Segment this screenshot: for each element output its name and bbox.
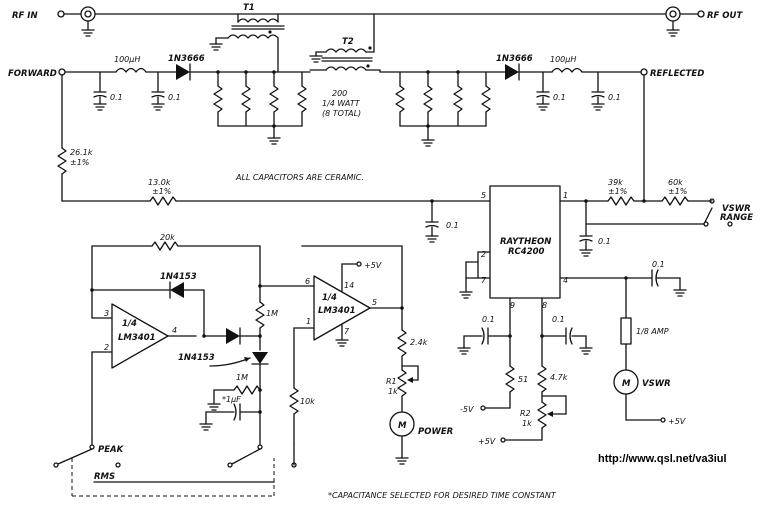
op2-pin5: 5 bbox=[372, 298, 377, 307]
ic-pin7: 7 bbox=[481, 276, 487, 285]
r-26k1-tol: ±1% bbox=[70, 158, 89, 167]
bank-value: 200 bbox=[332, 89, 347, 98]
reflected-label: REFLECTED bbox=[650, 69, 704, 79]
r-60k-label: 60k bbox=[668, 178, 683, 187]
ic-line2: RC4200 bbox=[508, 247, 545, 257]
d-fwd-label: 1N3666 bbox=[168, 54, 205, 64]
opamp-1 bbox=[90, 241, 261, 439]
peak-label: PEAK bbox=[98, 445, 125, 455]
ic-pin8: 8 bbox=[542, 301, 547, 310]
ic-pin4: 4 bbox=[563, 276, 568, 285]
ic-pin1: 1 bbox=[563, 191, 568, 200]
c-ref1-label: 0.1 bbox=[553, 93, 566, 102]
opamp2-line2: LM3401 bbox=[318, 306, 356, 316]
reflected-feed bbox=[559, 74, 733, 257]
r2-val: 1k bbox=[522, 419, 532, 428]
c-pin9-label: 0.1 bbox=[482, 315, 495, 324]
r-1m-bot-label: 1M bbox=[236, 373, 248, 382]
r2-name: R2 bbox=[520, 409, 531, 418]
footnote: *CAPACITANCE SELECTED FOR DESIRED TIME C… bbox=[328, 491, 557, 500]
forward-label: FORWARD bbox=[8, 69, 57, 79]
r-13k0-label: 13.0k bbox=[148, 178, 171, 187]
r-39k-tol: ±1% bbox=[608, 187, 627, 196]
opamp1-line2: LM3401 bbox=[118, 333, 156, 343]
r-13k0-tol: ±1% bbox=[152, 187, 171, 196]
c-star-label: *1µF bbox=[222, 395, 241, 404]
ic-pin9: 9 bbox=[510, 301, 515, 310]
t1-label: T1 bbox=[243, 3, 255, 13]
t2-label: T2 bbox=[342, 37, 354, 47]
forward-detector bbox=[58, 63, 311, 145]
op2-pin1: 1 bbox=[306, 317, 311, 326]
r-4k7-label: 4.7k bbox=[550, 373, 568, 382]
op1-pin2: 2 bbox=[104, 343, 109, 352]
r1-name: R1 bbox=[386, 377, 397, 386]
forward-feed bbox=[57, 74, 491, 243]
plus5-label-a: +5V bbox=[364, 261, 382, 270]
peak-rms-switch bbox=[53, 437, 297, 497]
c-ref2-label: 0.1 bbox=[608, 93, 621, 102]
transformer-t1 bbox=[209, 25, 285, 73]
reflected-detector bbox=[379, 63, 648, 147]
op2-pin6: 6 bbox=[305, 277, 310, 286]
power-label: POWER bbox=[418, 427, 453, 437]
plus5-label-b: +5V bbox=[478, 437, 496, 446]
bank-count: (8 TOTAL) bbox=[322, 109, 361, 118]
op1-pin4: 4 bbox=[172, 326, 177, 335]
c-fwd2-label: 0.1 bbox=[168, 93, 181, 102]
ic-bias-network bbox=[457, 297, 593, 443]
rms-label: RMS bbox=[94, 472, 115, 482]
vswr-range-label2: RANGE bbox=[720, 213, 753, 223]
amp-label: 1/8 AMP bbox=[636, 327, 669, 336]
ic-line1: RAYTHEON bbox=[500, 237, 551, 247]
r-39k-label: 39k bbox=[608, 178, 623, 187]
rf-in-label: RF IN bbox=[12, 11, 38, 21]
c-pin5-label: 0.1 bbox=[446, 221, 459, 230]
source-url: http://www.qsl.net/va3iul bbox=[598, 453, 727, 465]
vswr-range-label1: VSWR bbox=[722, 204, 751, 214]
r-60k-tol: ±1% bbox=[668, 187, 687, 196]
rf-out-label: RF OUT bbox=[707, 11, 743, 21]
r-1m-top-label: 1M bbox=[266, 309, 278, 318]
r-2k4-label: 2.4k bbox=[410, 338, 428, 347]
rc4200-ic bbox=[459, 185, 561, 299]
opamp2-line1: 1/4 bbox=[322, 293, 337, 303]
bank-rating: 1/4 WATT bbox=[322, 99, 361, 108]
ic-pin2: 2 bbox=[481, 250, 486, 259]
op1-pin3: 3 bbox=[104, 309, 109, 318]
r-26k1-label: 26.1k bbox=[70, 148, 93, 157]
opamp1-line1: 1/4 bbox=[122, 319, 137, 329]
l-fwd-label: 100µH bbox=[114, 55, 140, 64]
hold-network bbox=[199, 245, 315, 441]
r1-val: 1k bbox=[388, 387, 398, 396]
plus5-terminal bbox=[356, 261, 362, 267]
d-peak-label: 1N4153 bbox=[178, 353, 215, 363]
op2-pin14: 14 bbox=[344, 281, 354, 290]
transformer-t2 bbox=[309, 46, 381, 73]
vswr-meter-label: VSWR bbox=[642, 379, 671, 389]
c-pin4-label: 0.1 bbox=[652, 260, 665, 269]
minus5-label: -5V bbox=[460, 405, 474, 414]
power-meter-m: M bbox=[398, 421, 407, 431]
ic-pin5: 5 bbox=[481, 191, 486, 200]
r-10k-label: 10k bbox=[300, 397, 315, 406]
vswr-supply: +5V bbox=[668, 417, 686, 426]
ceramic-note: ALL CAPACITORS ARE CERAMIC. bbox=[235, 173, 364, 182]
rf-through-line bbox=[57, 6, 705, 53]
op2-pin7: 7 bbox=[344, 327, 350, 336]
r-20k-label: 20k bbox=[160, 233, 175, 242]
vswr-meter-branch bbox=[559, 269, 687, 423]
l-ref-label: 100µH bbox=[550, 55, 576, 64]
c-fwd1-label: 0.1 bbox=[110, 93, 123, 102]
d-fb-label: 1N4153 bbox=[160, 272, 197, 282]
opamp-2 bbox=[289, 245, 419, 465]
c-pin8-label: 0.1 bbox=[552, 315, 565, 324]
r-51-label: 51 bbox=[518, 375, 528, 384]
c-pin1-label: 0.1 bbox=[598, 237, 611, 246]
d-ref-label: 1N3666 bbox=[496, 54, 533, 64]
vswr-meter-m: M bbox=[622, 379, 631, 389]
